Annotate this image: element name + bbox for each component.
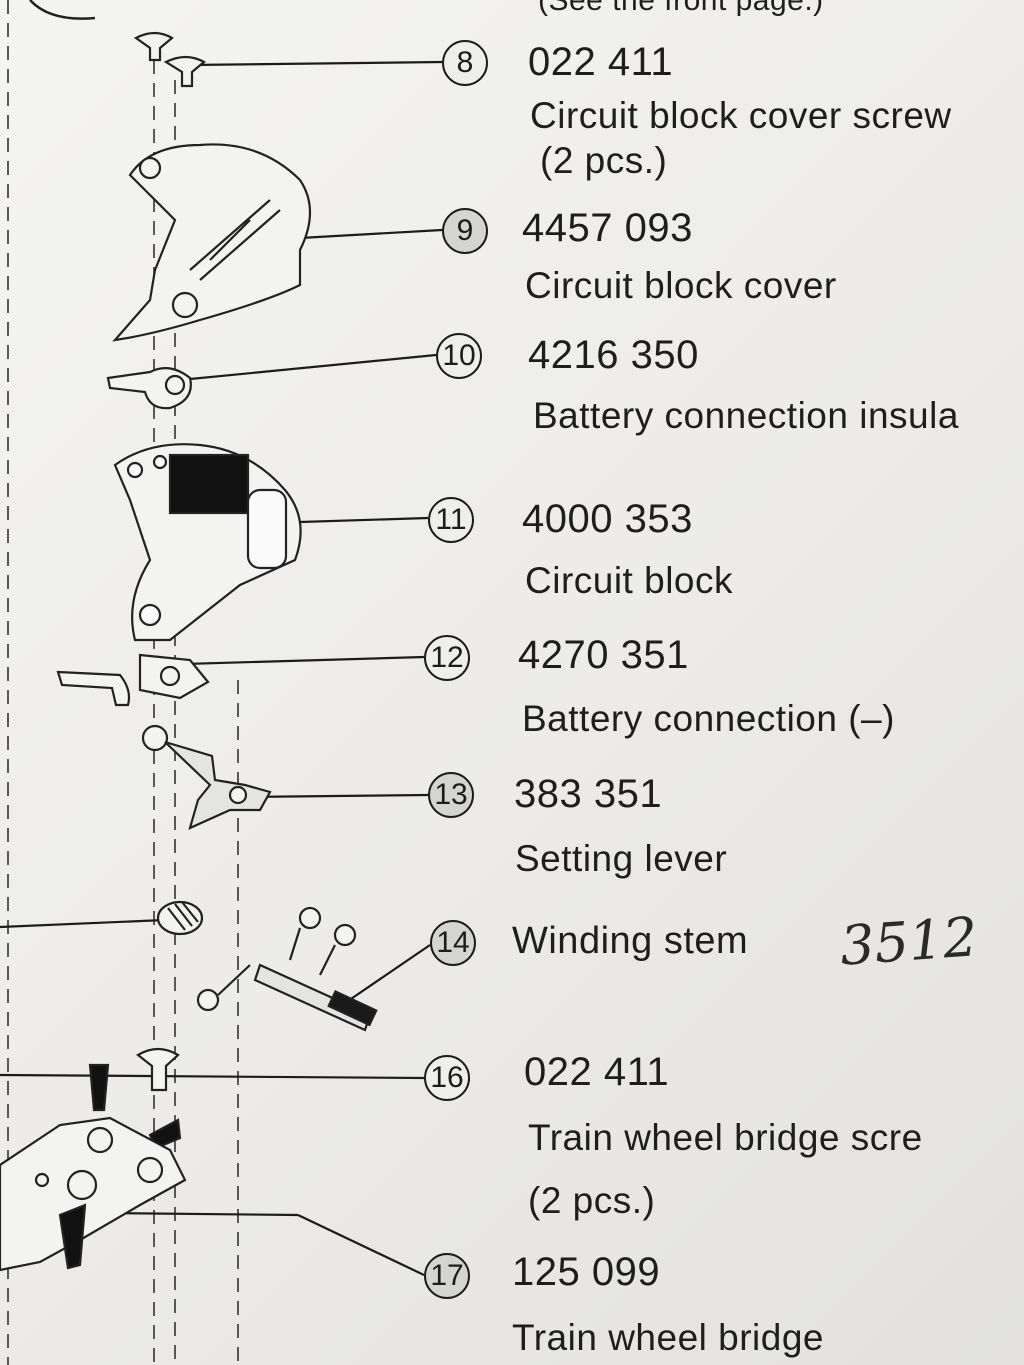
winding-stem-icon (156, 900, 378, 1032)
part-description-9: Circuit block cover (525, 265, 837, 306)
callout-8: 8 (442, 40, 488, 86)
part-number-10: 4216 350 (528, 333, 699, 377)
part-description-13: Setting lever (515, 838, 728, 879)
handwritten-note: 3512 (837, 905, 980, 978)
callout-9: 9 (442, 208, 488, 254)
part-description-12: Battery connection (–) (522, 698, 895, 739)
callout-10: 10 (436, 333, 482, 379)
part-description-14: Winding stem (512, 920, 749, 962)
part-quantity-8: (2 pcs.) (540, 140, 668, 181)
callout-13: 13 (428, 772, 474, 818)
screw-icon (133, 31, 206, 88)
battery-insulator-icon (106, 367, 192, 410)
part-number-16: 022 411 (524, 1050, 670, 1094)
callout-14: 14 (430, 920, 476, 966)
train-wheel-bridge-icon (0, 1116, 187, 1272)
part-description-8: Circuit block cover screw (530, 95, 952, 136)
callout-17: 17 (424, 1253, 470, 1299)
train-wheel-bridge-screw-icon (88, 1047, 182, 1150)
part-number-13: 383 351 (514, 772, 663, 816)
circuit-block-cover-icon (112, 143, 311, 342)
battery-connection-icon (56, 653, 210, 707)
header-note: (See the front page.) (538, 0, 824, 17)
part-number-11: 4000 353 (522, 497, 693, 541)
setting-lever-icon (141, 724, 272, 830)
circuit-block-icon (113, 443, 302, 642)
part-number-17: 125 099 (512, 1250, 661, 1294)
part-description-11: Circuit block (525, 560, 733, 601)
part-description-10: Battery connection insula (533, 395, 959, 436)
callout-16: 16 (424, 1055, 470, 1101)
callout-11: 11 (428, 497, 474, 543)
part-description-16: Train wheel bridge scre (528, 1117, 923, 1158)
part-quantity-16: (2 pcs.) (528, 1180, 656, 1221)
part-number-9: 4457 093 (522, 206, 693, 250)
callout-12: 12 (424, 635, 470, 681)
part-number-8: 022 411 (528, 40, 674, 84)
part-description-17: Train wheel bridge (512, 1317, 825, 1358)
part-number-12: 4270 351 (518, 633, 689, 677)
